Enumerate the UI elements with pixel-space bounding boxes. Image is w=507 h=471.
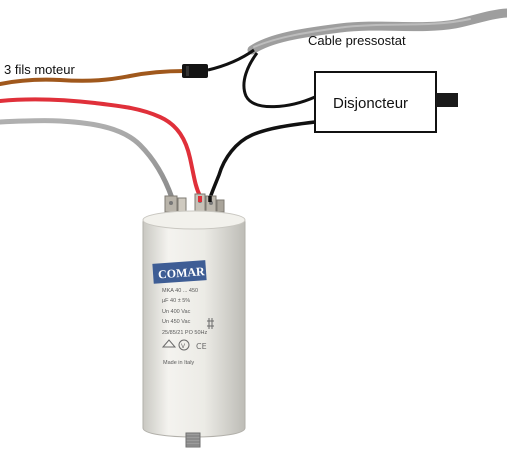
- capacitor-brand: COMAR: [158, 264, 206, 281]
- capacitor-spec-3: Un 400 Vac: [162, 309, 191, 315]
- black-wire-to-capacitor: [208, 120, 316, 199]
- black-wire-to-breaker-in: [242, 52, 316, 109]
- certification-symbols: V CE: [161, 318, 214, 351]
- red-wire: [0, 97, 202, 198]
- capacitor-label: COMAR MKA 40 ... 450 µF 40 ± 5% Un 400 V…: [152, 260, 214, 366]
- breaker-label: Disjoncteur: [333, 95, 408, 112]
- capacitor-spec-5: 25/85/21 PO 50Hz: [162, 330, 208, 336]
- inline-connector: [182, 64, 208, 78]
- svg-text:CE: CE: [196, 342, 207, 351]
- black-wire-to-plug: [207, 48, 255, 72]
- motor-wires-label: 3 fils moteur: [4, 62, 75, 77]
- breaker-box: Disjoncteur: [314, 71, 458, 133]
- capacitor-terminals: [164, 193, 225, 213]
- grey-wire: [0, 118, 175, 201]
- brown-wire: [0, 69, 187, 86]
- capacitor-spec-2: µF 40 ± 5%: [162, 298, 190, 304]
- pressure-cable-label: Cable pressostat: [308, 33, 406, 48]
- capacitor-spec-1: MKA 40 ... 450: [162, 288, 198, 294]
- breaker-reset-button: [436, 93, 458, 107]
- svg-text:V: V: [181, 343, 186, 350]
- capacitor-origin: Made in Italy: [163, 360, 194, 366]
- capacitor-stud: [185, 432, 201, 448]
- capacitor-spec-4: Un 450 Vac: [162, 319, 191, 325]
- capacitor: COMAR MKA 40 ... 450 µF 40 ± 5% Un 400 V…: [142, 193, 246, 448]
